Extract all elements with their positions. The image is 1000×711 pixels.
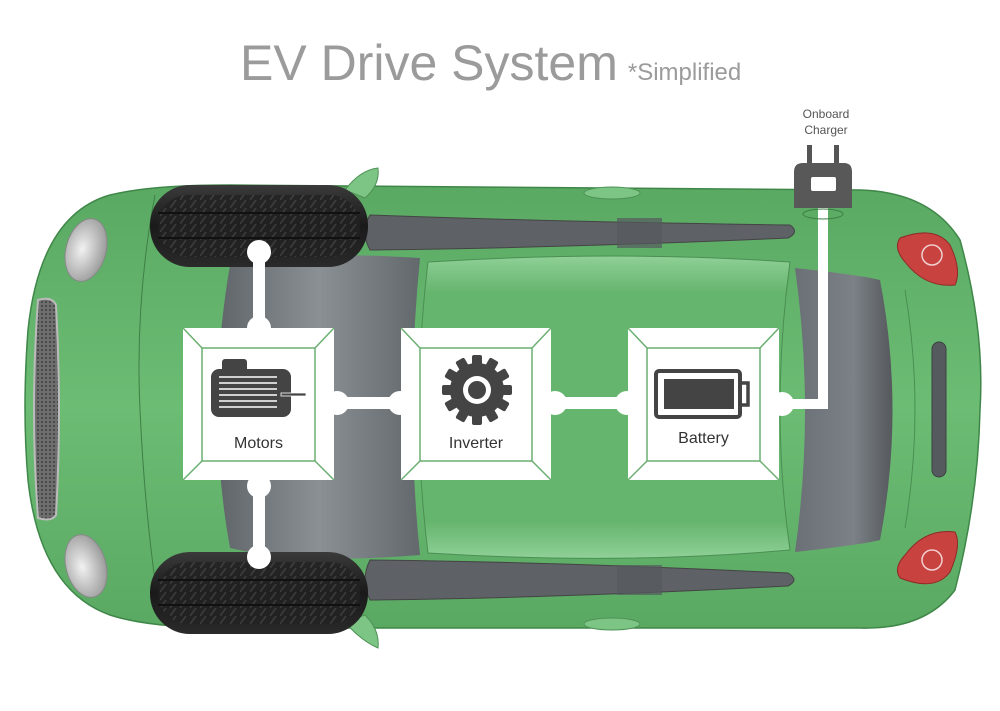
headlight-top [64, 218, 108, 282]
title-subtitle: *Simplified [627, 59, 742, 86]
tail-light-bottom [896, 530, 959, 585]
door-handle-top [583, 186, 641, 200]
onboard-charger-label: Onboard Charger [790, 106, 862, 138]
title-main: EV Drive System [240, 35, 618, 91]
front-grille [33, 297, 60, 521]
charger-label-line1: Onboard [802, 107, 850, 121]
inverter-label: Inverter [448, 435, 504, 452]
gear-icon [442, 355, 512, 425]
trunk-handle [931, 341, 947, 478]
connector-motor-front-right [253, 482, 265, 557]
battery-label: Battery [678, 430, 729, 447]
side-window-bottom [364, 559, 795, 601]
connector-inverter-battery [550, 397, 630, 409]
mirror-top [344, 167, 379, 199]
diagram-title: EV Drive System *Simplified [240, 34, 741, 92]
charger-label-line2: Charger [804, 123, 848, 137]
front-left-wheel [150, 185, 368, 267]
connector-motor-inverter [333, 397, 403, 409]
connector-motor-front-left [253, 252, 265, 332]
door-handle-bottom [583, 617, 641, 631]
battery-icon [654, 369, 750, 419]
front-right-wheel [150, 552, 368, 634]
plug-icon [794, 145, 852, 220]
side-window-top [364, 214, 795, 251]
connector-battery-charger [776, 399, 828, 409]
tail-light-top [896, 232, 959, 286]
rear-window [795, 268, 893, 552]
motor-icon [211, 359, 307, 417]
motors-label: Motors [234, 435, 283, 452]
headlight-bottom [64, 534, 108, 598]
connectors [247, 205, 828, 569]
